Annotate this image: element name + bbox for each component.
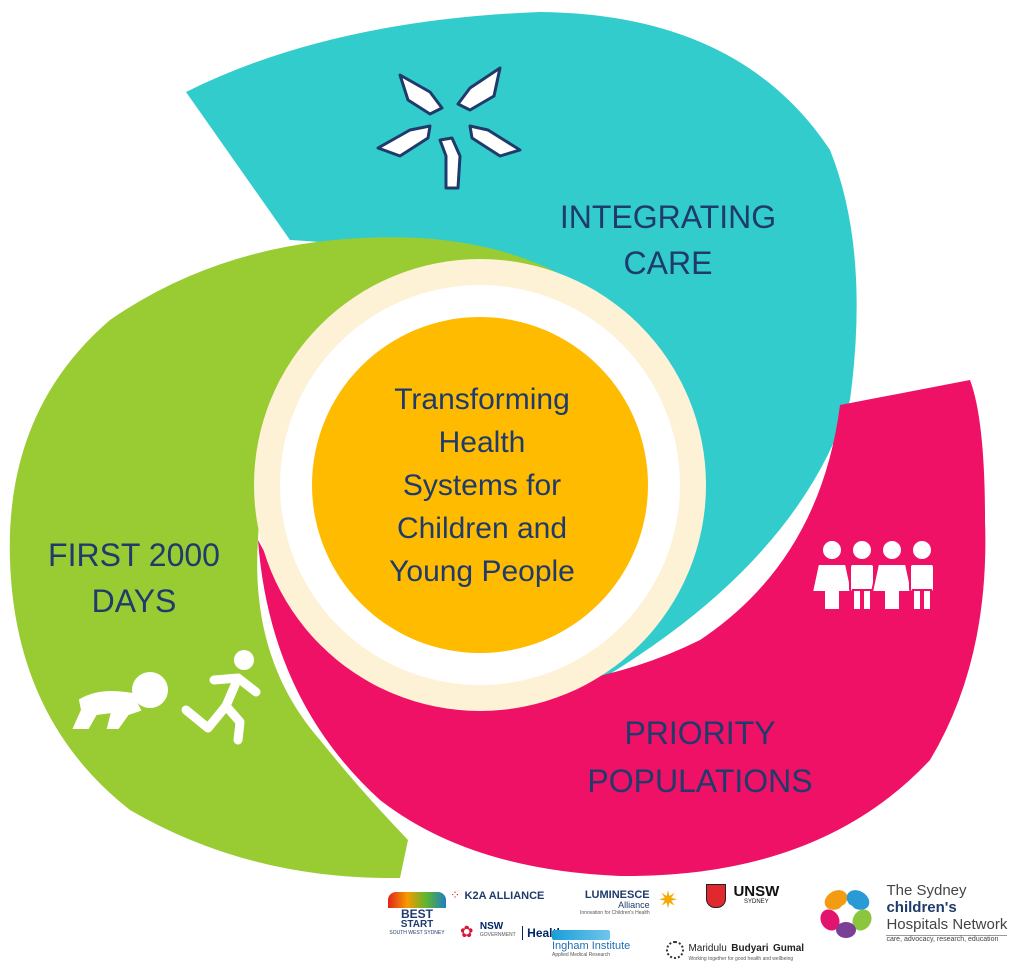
first-2000-days-segment bbox=[9, 237, 600, 878]
best-start-line-3: SOUTH WEST SYDNEY bbox=[389, 930, 445, 936]
integrating-care-line-2: CARE bbox=[624, 245, 713, 281]
unsw-line-2: SYDNEY bbox=[744, 899, 769, 905]
children-group-icon bbox=[810, 539, 935, 611]
best-start-line-2: START bbox=[400, 919, 434, 930]
luminesce-line-3: Innovation for Children's Health bbox=[580, 910, 650, 916]
center-line-1: Transforming bbox=[394, 383, 570, 416]
ingham-logo: Ingham Institute Applied Medical Researc… bbox=[552, 930, 630, 958]
k2a-text: K2A ALLIANCE bbox=[464, 890, 545, 902]
center-line-3: Systems for bbox=[403, 469, 561, 502]
luminesce-line-2: Alliance bbox=[618, 900, 650, 910]
maridulu-line-1: Maridulu bbox=[688, 943, 727, 954]
priority-populations-line-2: POPULATIONS bbox=[587, 763, 812, 799]
priority-populations-line-1: PRIORITY bbox=[624, 715, 775, 751]
ingham-line-2: Applied Medical Research bbox=[552, 952, 611, 958]
diagram: Transforming Health Systems for Children… bbox=[9, 12, 986, 878]
maridulu-line-4: Working together for good health and wel… bbox=[688, 956, 794, 962]
ingham-line-1: Ingham Institute bbox=[552, 940, 631, 952]
first-2000-days-line-2: DAYS bbox=[92, 583, 177, 619]
best-start-line-1: BEST bbox=[400, 907, 433, 921]
schn-logo: The Sydney children's Hospitals Network … bbox=[816, 882, 1008, 943]
center-circle bbox=[312, 317, 648, 653]
maridulu-line-2: Budyari bbox=[731, 943, 769, 954]
center-line-2: Health bbox=[439, 426, 526, 459]
hands-circle-icon bbox=[376, 66, 522, 190]
priority-populations-segment bbox=[258, 380, 986, 877]
maridulu-dot-icon bbox=[666, 941, 684, 959]
center-line-5: Young People bbox=[389, 555, 575, 588]
unsw-crest-icon bbox=[706, 884, 726, 908]
schn-line-1: The Sydney bbox=[886, 882, 967, 899]
first-2000-days-line-1: FIRST 2000 bbox=[48, 537, 220, 573]
luminesce-star-icon: ✷ bbox=[658, 887, 679, 914]
schn-hearts-icon bbox=[820, 890, 872, 938]
nsw-line-2: GOVERNMENT bbox=[479, 932, 516, 938]
best-start-figures-icon bbox=[388, 892, 446, 908]
k2a-logo: ⁘ K2A ALLIANCE bbox=[450, 886, 544, 904]
luminesce-logo: LUMINESCE Alliance Innovation for Childr… bbox=[580, 889, 650, 917]
partner-logos: BEST START SOUTH WEST SYDNEY ⁘ K2A ALLIA… bbox=[380, 878, 1022, 971]
nsw-health-logo: ✿ NSW GOVERNMENT Health bbox=[460, 922, 564, 942]
unsw-logo: UNSW SYDNEY bbox=[706, 884, 779, 908]
waratah-icon: ✿ bbox=[460, 924, 474, 941]
nsw-line-1: NSW bbox=[479, 921, 504, 932]
maridulu-logo: Maridulu Budyari Gumal Working together … bbox=[666, 938, 804, 962]
integrating-care-line-1: INTEGRATING bbox=[560, 199, 776, 235]
running-child-icon bbox=[181, 650, 261, 745]
luminesce-line-1: LUMINESCE bbox=[584, 889, 650, 901]
best-start-logo: BEST START SOUTH WEST SYDNEY bbox=[388, 892, 446, 936]
ingham-wave-icon bbox=[552, 930, 610, 940]
schn-line-3: Hospitals Network bbox=[886, 916, 1008, 933]
maridulu-line-3: Gumal bbox=[772, 943, 805, 954]
crawling-baby-icon bbox=[72, 672, 168, 729]
center-line-4: Children and bbox=[397, 512, 567, 545]
k2a-dots-icon: ⁘ bbox=[450, 888, 461, 902]
unsw-line-1: UNSW bbox=[733, 883, 780, 900]
schn-line-2: children's bbox=[886, 899, 957, 916]
schn-line-4: care, advocacy, research, education bbox=[886, 935, 1008, 943]
